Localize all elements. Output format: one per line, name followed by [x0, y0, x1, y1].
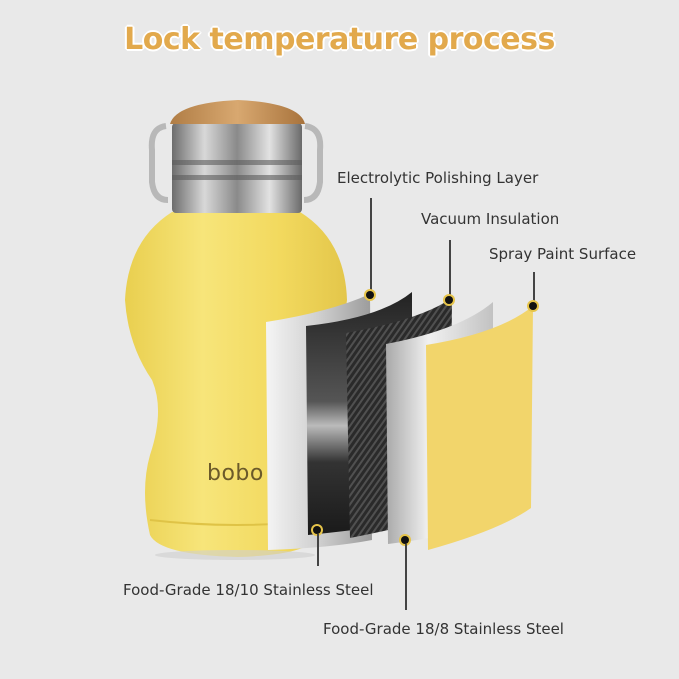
layer-label-vacuum-insulation: Vacuum Insulation: [421, 210, 560, 228]
callout-dot: [401, 536, 409, 544]
callout-line: [405, 544, 407, 610]
callout-dot: [366, 291, 374, 299]
layer-label-18-10-steel: Food-Grade 18/10 Stainless Steel: [123, 581, 374, 599]
callout-line: [449, 240, 451, 300]
brand-logo: bobo: [207, 461, 264, 486]
layer-label-electrolytic-polishing: Electrolytic Polishing Layer: [337, 169, 539, 187]
page-title: Lock temperature process: [124, 22, 555, 57]
callout-line: [370, 198, 372, 295]
callout-dot: [445, 296, 453, 304]
callout-dot: [529, 302, 537, 310]
callout-dot: [313, 526, 321, 534]
layer-label-18-8-steel: Food-Grade 18/8 Stainless Steel: [323, 620, 564, 638]
callout-line: [533, 272, 535, 306]
callout-line: [317, 534, 319, 566]
layer-label-spray-paint: Spray Paint Surface: [489, 245, 637, 263]
